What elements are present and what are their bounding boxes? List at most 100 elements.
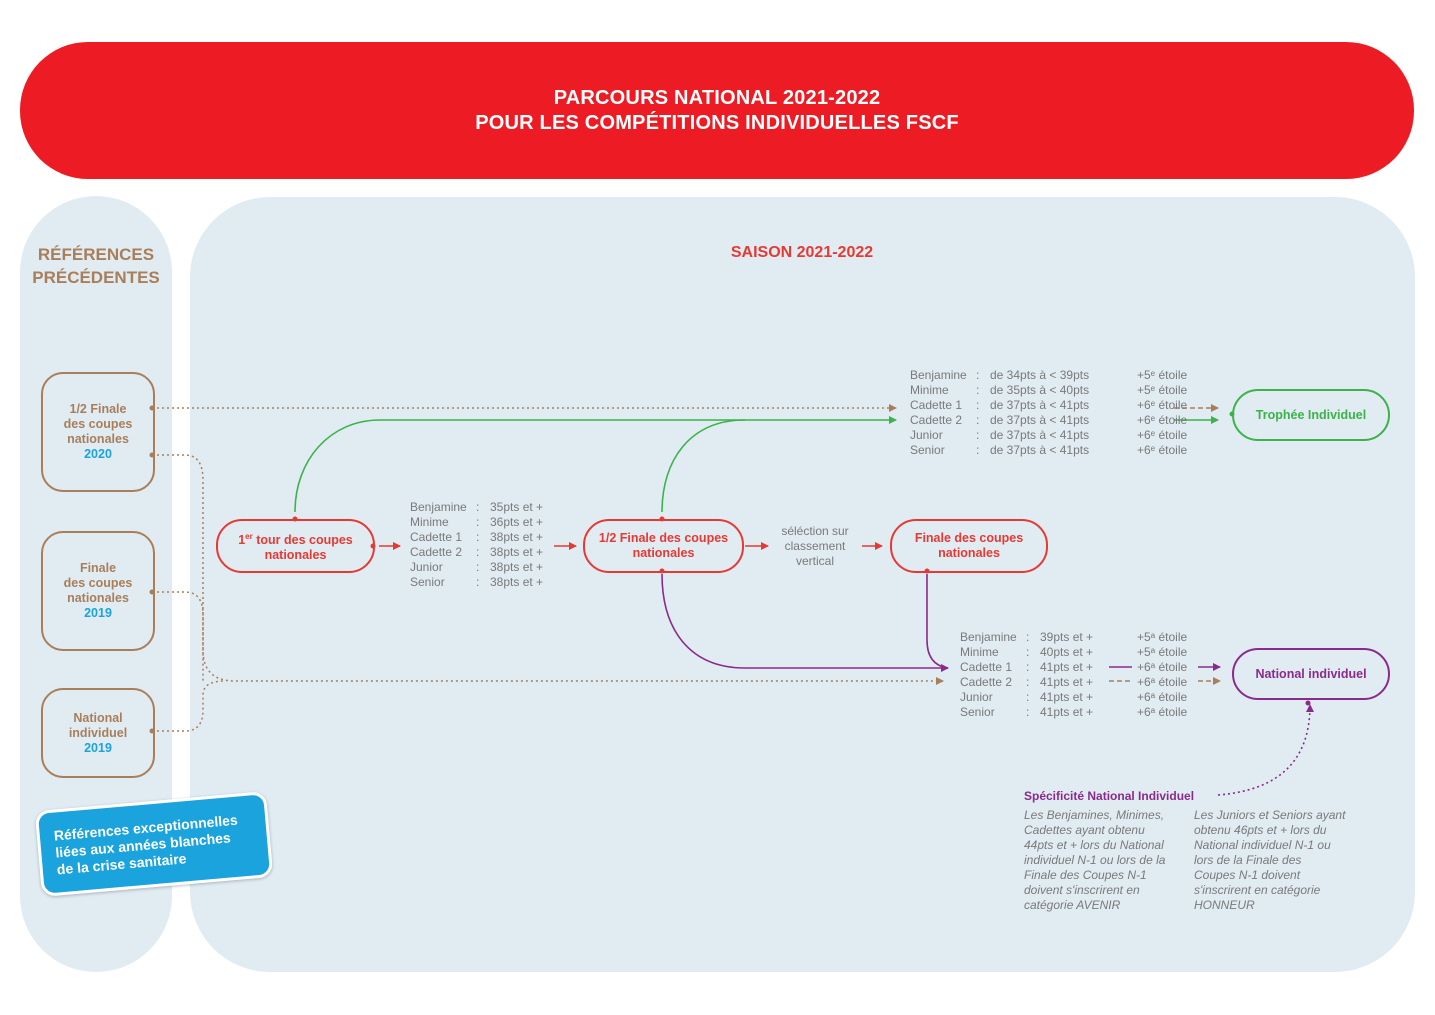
- stage-trophy: Trophée Individuel: [1232, 389, 1390, 441]
- threshold-row: Cadette 2:41pts et +: [960, 675, 1093, 690]
- note-line: Coupes N-1 doivent: [1194, 868, 1301, 882]
- threshold: de 34pts à < 39pts: [990, 368, 1090, 382]
- category: Junior: [960, 690, 993, 704]
- star-level: +6ᵃ étoile: [1137, 660, 1188, 674]
- category: Cadette 2: [960, 675, 1013, 689]
- trophy-stars: +5ᵉ étoile +5ᵉ étoile +6ᵉ étoile +6ᵉ éto…: [1137, 368, 1187, 458]
- category: Minime: [410, 515, 449, 529]
- selection-line2: classement: [784, 539, 846, 553]
- stage-final-line2: nationales: [938, 546, 1000, 560]
- threshold: de 37pts à < 41pts: [990, 428, 1090, 442]
- previous-references-title: RÉFÉRENCES PRÉCÉDENTES: [20, 243, 172, 289]
- separator: :: [476, 515, 480, 529]
- separator: :: [476, 545, 480, 559]
- ref-label: National: [73, 710, 123, 725]
- category: Cadette 1: [910, 398, 963, 412]
- note-line: obtenu 46pts et + lors du: [1194, 823, 1327, 837]
- threshold: 41pts et +: [1040, 690, 1094, 704]
- threshold: de 35pts à < 40pts: [990, 383, 1090, 397]
- threshold-row: Junior:38pts et +: [410, 560, 543, 575]
- separator: :: [476, 530, 480, 544]
- category: Senior: [910, 443, 945, 457]
- category: Senior: [410, 575, 445, 589]
- separator: :: [476, 575, 480, 589]
- threshold-row: Cadette 2:38pts et +: [410, 545, 543, 560]
- threshold-row: Junior:de 37pts à < 41pts: [910, 428, 1089, 443]
- banner-title-line2: POUR LES COMPÉTITIONS INDIVIDUELLES FSCF: [475, 111, 959, 134]
- star-level: +6ᵉ étoile: [1137, 443, 1188, 457]
- threshold-row: Minime:de 35pts à < 40pts: [910, 383, 1089, 398]
- ref-label: nationales: [67, 591, 129, 605]
- separator: :: [976, 413, 980, 427]
- star-level: +6ᵉ étoile: [1137, 413, 1188, 427]
- stage-first-tour-number: 1: [238, 533, 246, 548]
- ref-label: des coupes: [63, 417, 133, 431]
- selection-line3: vertical: [795, 554, 834, 568]
- separator: :: [976, 368, 980, 382]
- stage-half-final-line1: 1/2 Finale des coupes: [598, 531, 729, 545]
- specificity-note-right: Les Juniors et Seniors ayant obtenu 46pt…: [1194, 808, 1345, 913]
- threshold: 36pts et +: [490, 515, 544, 529]
- threshold: 35pts et +: [490, 500, 544, 514]
- left-title-line2: PRÉCÉDENTES: [32, 268, 160, 287]
- threshold-row: Cadette 2:de 37pts à < 41pts: [910, 413, 1089, 428]
- separator: :: [976, 383, 980, 397]
- threshold: 39pts et +: [1040, 630, 1094, 644]
- stage-first-tour-suffix: er: [245, 531, 253, 541]
- note-line: Les Juniors et Seniors ayant: [1194, 808, 1346, 822]
- note-line: Cadettes ayant obtenu: [1024, 823, 1145, 837]
- national-stars: +5ᵃ étoile +5ᵃ étoile +6ᵃ étoile +6ᵃ éto…: [1137, 630, 1187, 720]
- threshold-row: Benjamine:39pts et +: [960, 630, 1093, 645]
- season-title: SAISON 2021-2022: [730, 244, 874, 261]
- note-line: National individuel N-1 ou: [1194, 838, 1331, 852]
- threshold: 41pts et +: [1040, 660, 1094, 674]
- threshold: 38pts et +: [490, 575, 544, 589]
- ref-national-2019: National individuel 2019: [41, 688, 155, 778]
- star-level: +6ᵃ étoile: [1137, 690, 1188, 704]
- note-line: catégorie AVENIR: [1024, 898, 1121, 912]
- threshold: de 37pts à < 41pts: [990, 443, 1090, 457]
- category: Benjamine: [410, 500, 467, 514]
- stage-first-tour-line1: tour des coupes: [252, 533, 353, 548]
- national-curves: [661, 573, 1314, 796]
- first-tour-thresholds: Benjamine:35pts et + Minime:36pts et + C…: [410, 500, 543, 590]
- selection-note: séléction sur classement vertical: [760, 524, 870, 569]
- separator: :: [976, 398, 980, 412]
- ref-label: nationales: [67, 432, 129, 446]
- threshold: 38pts et +: [490, 545, 544, 559]
- stage-national: National individuel: [1232, 648, 1390, 700]
- threshold-row: Senior:38pts et +: [410, 575, 543, 590]
- separator: :: [476, 560, 480, 574]
- star-level: +6ᵉ étoile: [1137, 398, 1188, 412]
- category: Benjamine: [960, 630, 1017, 644]
- threshold-row: Minime:36pts et +: [410, 515, 543, 530]
- category: Cadette 1: [960, 660, 1013, 674]
- banner-title-line1: PARCOURS NATIONAL 2021-2022: [553, 86, 881, 109]
- ref-year: 2020: [84, 447, 112, 461]
- threshold: de 37pts à < 41pts: [990, 398, 1090, 412]
- threshold-row: Benjamine:de 34pts à < 39pts: [910, 368, 1089, 383]
- separator: :: [1026, 630, 1030, 644]
- separator: :: [976, 443, 980, 457]
- separator: :: [1026, 645, 1030, 659]
- separator: :: [1026, 675, 1030, 689]
- stage-trophy-label: Trophée Individuel: [1255, 407, 1367, 422]
- threshold: 38pts et +: [490, 530, 544, 544]
- left-title-line1: RÉFÉRENCES: [37, 245, 155, 264]
- national-thresholds: Benjamine:39pts et + Minime:40pts et + C…: [960, 630, 1093, 720]
- ref-year: 2019: [84, 740, 112, 755]
- threshold: 41pts et +: [1040, 705, 1094, 719]
- specificity-note-left: Les Benjamines, Minimes, Cadettes ayant …: [1024, 808, 1165, 913]
- trophy-curves: [294, 416, 1219, 513]
- threshold-row: Cadette 1:38pts et +: [410, 530, 543, 545]
- ref-label: individuel: [68, 725, 128, 740]
- threshold: 40pts et +: [1040, 645, 1094, 659]
- category: Junior: [410, 560, 443, 574]
- ref-label: 1/2 Finale: [69, 402, 127, 416]
- threshold-row: Benjamine:35pts et +: [410, 500, 543, 515]
- separator: :: [1026, 690, 1030, 704]
- ref-year: 2019: [84, 606, 112, 620]
- star-level: +5ᵃ étoile: [1137, 645, 1188, 659]
